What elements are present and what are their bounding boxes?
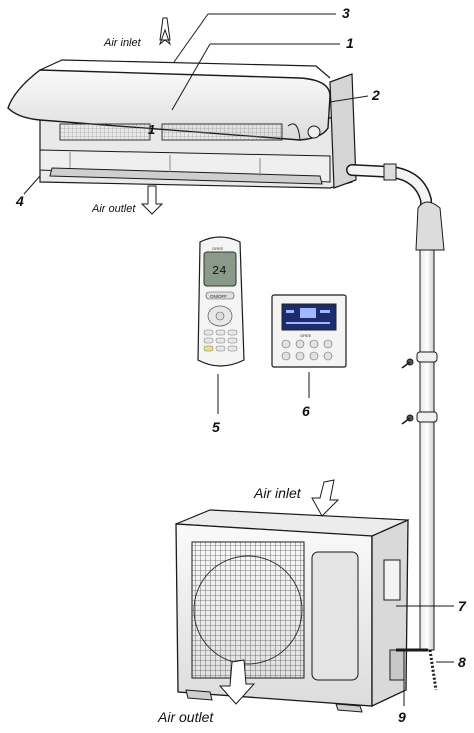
wall-pipe [401, 201, 445, 651]
callout-2: 2 [371, 87, 380, 103]
front-panel [7, 69, 331, 141]
filter-right [161, 123, 283, 141]
remote-on-off-label: ON/OFF [210, 294, 227, 299]
screw-upper [401, 358, 414, 369]
callout-3: 3 [342, 5, 350, 21]
callout-6: 6 [302, 403, 310, 419]
fan-grille [191, 541, 305, 679]
air-outlet-arrow-outdoor [218, 659, 256, 705]
wired-controller-brand: GREE [300, 333, 312, 338]
screw-lower [401, 414, 414, 425]
remote-display-value: 24 [212, 264, 226, 278]
air-outlet-arrow-top [140, 185, 164, 215]
callout-9: 9 [398, 709, 406, 725]
outdoor-unit [175, 509, 438, 713]
indoor-unit [7, 59, 432, 236]
pipe-clamp-upper [416, 351, 438, 363]
filter-left [59, 123, 151, 141]
drain-hose [428, 649, 438, 691]
callout-5: 5 [212, 419, 220, 435]
callout-lines-outdoor [396, 605, 454, 706]
louver [49, 167, 323, 185]
remote-screen [203, 251, 237, 287]
air-outlet-label-top: Air outlet [91, 203, 136, 215]
remote-brand: GREE [212, 246, 224, 251]
remote-control: 24 GREE ON/OFF [197, 236, 245, 414]
callout-1: 1 [346, 35, 354, 51]
air-inlet-arrow-top [158, 17, 172, 46]
panel-knob [307, 125, 321, 139]
callout-lines-top [23, 13, 369, 195]
air-inlet-label-top: Air inlet [103, 37, 142, 49]
callout-7: 7 [458, 598, 467, 614]
valve-box [389, 649, 405, 681]
pipe-clamp-lower [416, 411, 438, 423]
air-outlet-label-outdoor: Air outlet [157, 709, 214, 725]
callout-8: 8 [458, 654, 466, 670]
remote-on-off-button [205, 291, 235, 300]
air-inlet-label-outdoor: Air inlet [253, 485, 302, 501]
wired-controller: GREE [271, 294, 347, 398]
side-grille [311, 551, 359, 681]
callout-1-inner: 1 [148, 122, 155, 137]
air-inlet-arrow-outdoor [311, 479, 340, 517]
callout-4: 4 [15, 193, 24, 209]
